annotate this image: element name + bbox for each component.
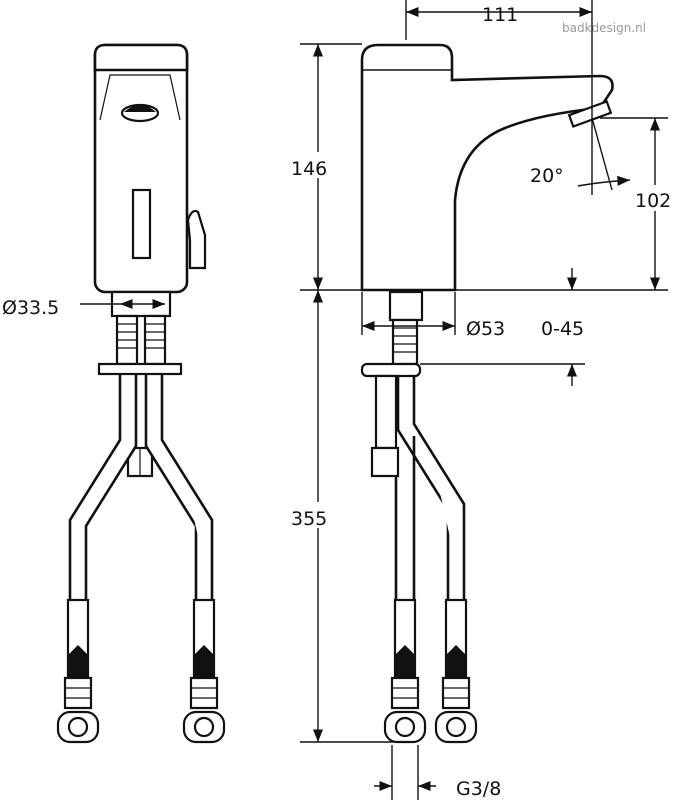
sensor-slot [131, 188, 152, 260]
deck-thickness-label: 0-45 [541, 318, 584, 340]
spout-reach-label: 111 [482, 4, 518, 26]
front-view: Ø33.5 [2, 43, 226, 744]
side-right-connector-icon [434, 676, 478, 744]
inlet-diameter-label: Ø33.5 [2, 297, 59, 319]
side-left-connector-icon [383, 676, 427, 744]
hose-length-label: 355 [291, 508, 327, 530]
base-diameter-label: Ø53 [466, 318, 505, 340]
side-lever-icon [186, 209, 207, 270]
spout-height-label: 102 [635, 190, 671, 212]
front-left-connector-icon [56, 676, 100, 744]
spout-angle-label: 20° [530, 165, 564, 187]
dimension-lines: 111 146 102 20° Ø53 0-45 355 [285, 0, 675, 800]
side-view [360, 43, 614, 744]
connection-thread-label: G3/8 [456, 778, 501, 800]
watermark-text: badkdesign.nl [562, 21, 646, 35]
body-height-label: 146 [291, 158, 327, 180]
front-right-connector-icon [182, 676, 226, 744]
